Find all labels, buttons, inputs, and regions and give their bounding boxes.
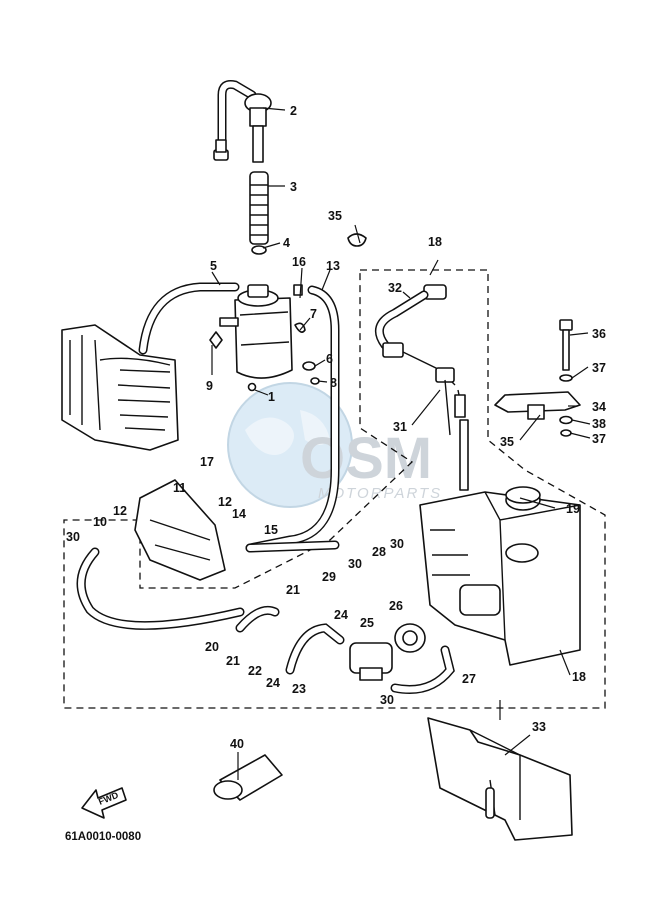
- callout-2: 2: [290, 104, 297, 118]
- grommet-6: [302, 361, 316, 371]
- bracket-9: [209, 331, 223, 349]
- callout-15: 15: [264, 523, 278, 537]
- clamp-39: [347, 233, 367, 247]
- callout-40: 40: [230, 737, 244, 751]
- bracket-34: [494, 391, 581, 420]
- callout-16: 17: [200, 455, 214, 469]
- leader-lines: [211, 107, 591, 780]
- callout-34: 34: [592, 400, 606, 414]
- bolt-36: [559, 319, 573, 371]
- callout-32: 32: [388, 281, 402, 295]
- callout-21-top: 21: [286, 583, 300, 597]
- dashed-boundary-17: [63, 269, 606, 709]
- callout-1: 1: [268, 390, 275, 404]
- callout-21-bottom: 21: [226, 654, 240, 668]
- engine-part-11: [134, 479, 226, 581]
- callout-18: 18: [572, 670, 586, 684]
- oil-pump-25: [349, 642, 393, 681]
- washer-8: [310, 377, 320, 385]
- callout-30-bottom: 30: [380, 693, 394, 707]
- callout-14: 14: [232, 507, 246, 521]
- diagram-code: 61A0010-0080: [65, 831, 141, 843]
- callout-11: 11: [173, 481, 186, 495]
- hose-30-left: [76, 547, 245, 630]
- callout-4: 4: [283, 236, 290, 250]
- pipe-assembly-2: [213, 80, 272, 163]
- callout-27: 27: [462, 672, 476, 686]
- callout-8: 8: [330, 376, 337, 390]
- callout-6: 6: [326, 352, 333, 366]
- callout-39: 35: [328, 209, 342, 223]
- hose-13: [245, 285, 340, 553]
- clip-7: [294, 322, 306, 333]
- callout-30-left: 30: [66, 530, 80, 544]
- oil-tank-18: [419, 486, 581, 666]
- callout-20: 20: [205, 640, 219, 654]
- washer-37-bottom: [560, 429, 572, 437]
- callout-36: 36: [592, 327, 606, 341]
- callout-33: 33: [532, 720, 546, 734]
- callout-12-left: 12: [113, 504, 127, 518]
- mount-bracket-33: [427, 717, 573, 841]
- filler-tube-3: [249, 171, 269, 255]
- callout-12-right: 12: [218, 495, 232, 509]
- callout-30-center: 30: [348, 557, 362, 571]
- callout-17: 18: [428, 235, 442, 249]
- callout-26: 26: [389, 599, 403, 613]
- callout-38: 38: [592, 417, 606, 431]
- callout-labels: 2 3 4 35 18 5 16 13 32 7 36 6 37 9 8 1 3…: [66, 104, 606, 751]
- watermark-logo: OSM MOTORPARTS: [227, 382, 442, 508]
- callout-24-bottom: 24: [266, 676, 280, 690]
- hose-5: [138, 282, 240, 355]
- watermark-main-text: OSM: [300, 426, 432, 491]
- sub-tank-1: [219, 284, 293, 392]
- hose-27: [390, 645, 455, 695]
- callout-19: 19: [566, 502, 580, 516]
- callout-22: 22: [248, 664, 262, 678]
- callout-31: 31: [393, 420, 407, 434]
- fitting-40: [213, 754, 283, 801]
- callout-15-top: 16: [292, 255, 306, 269]
- clip-15-top: [293, 284, 303, 296]
- callout-29: 29: [322, 570, 336, 584]
- callout-3: 3: [290, 180, 297, 194]
- callout-5: 5: [210, 259, 217, 273]
- washer-38: [559, 415, 573, 425]
- filter-26: [394, 623, 426, 653]
- harness-31-32: [374, 284, 469, 491]
- callout-10: 10: [93, 515, 107, 529]
- callout-23: 23: [292, 682, 306, 696]
- callout-35: 35: [500, 435, 514, 449]
- callout-25: 25: [360, 616, 374, 630]
- callout-9: 9: [206, 379, 213, 393]
- callout-30-mid: 30: [390, 537, 404, 551]
- hose-29: [245, 540, 340, 553]
- fwd-arrow-icon: FWD: [81, 787, 127, 819]
- callout-37-bottom: 37: [592, 432, 606, 446]
- hose-20-23: [235, 605, 345, 675]
- callout-13: 13: [326, 259, 340, 273]
- motor-bracket-left: [61, 324, 179, 451]
- callout-7: 7: [310, 307, 317, 321]
- washer-37-top: [559, 374, 573, 382]
- callout-24-top: 24: [334, 608, 348, 622]
- watermark-sub-text: MOTORPARTS: [318, 485, 442, 502]
- callout-28: 28: [372, 545, 386, 559]
- callout-37-top: 37: [592, 361, 606, 375]
